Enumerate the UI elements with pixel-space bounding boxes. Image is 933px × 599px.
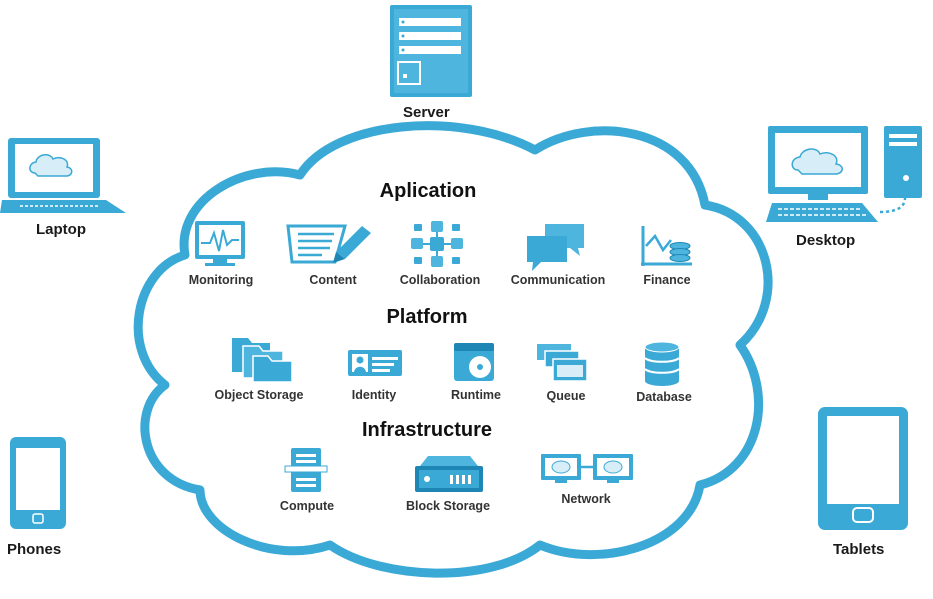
service-label-queue: Queue — [546, 389, 586, 403]
laptop-label: Laptop — [36, 221, 86, 238]
folders-icon — [232, 338, 293, 383]
network-nodes-icon — [411, 221, 463, 267]
phones-label: Phones — [7, 541, 62, 558]
smartphone-icon — [10, 437, 66, 529]
id-card-icon — [348, 350, 402, 376]
tower-server-icon — [284, 448, 328, 492]
tablet-icon — [818, 407, 908, 530]
service-label-compute: Compute — [279, 499, 335, 513]
service-label-identity: Identity — [351, 388, 397, 402]
service-label-collaboration: Collaboration — [399, 273, 481, 287]
service-label-monitoring: Monitoring — [188, 273, 254, 287]
monitor-chart-icon — [195, 221, 245, 266]
server-rack-icon — [390, 5, 472, 97]
linked-monitors-icon — [541, 454, 633, 483]
service-label-runtime: Runtime — [451, 388, 501, 402]
tablets-label: Tablets — [833, 541, 885, 558]
service-label-object-storage: Object Storage — [214, 388, 304, 402]
disc-case-icon — [454, 343, 494, 381]
service-label-communication: Communication — [510, 273, 606, 287]
service-label-finance: Finance — [643, 273, 691, 287]
desktop-computer-icon — [766, 126, 922, 222]
application-title: Aplication — [379, 180, 477, 202]
service-label-block-storage: Block Storage — [405, 499, 491, 513]
desktop-label: Desktop — [796, 232, 856, 249]
laptop-cloud-icon — [0, 138, 126, 213]
document-pen-icon — [286, 224, 371, 264]
service-label-network: Network — [561, 492, 611, 506]
chat-bubbles-icon — [527, 224, 584, 271]
infrastructure-title: Infrastructure — [361, 419, 493, 441]
database-cylinder-icon — [644, 341, 680, 386]
platform-title: Platform — [386, 306, 468, 328]
stacked-windows-icon — [537, 344, 588, 382]
service-label-database: Database — [636, 390, 692, 404]
server-label: Server — [403, 104, 450, 121]
coins-chart-icon — [641, 226, 692, 266]
service-label-content: Content — [309, 273, 357, 287]
storage-drive-icon — [415, 456, 483, 492]
